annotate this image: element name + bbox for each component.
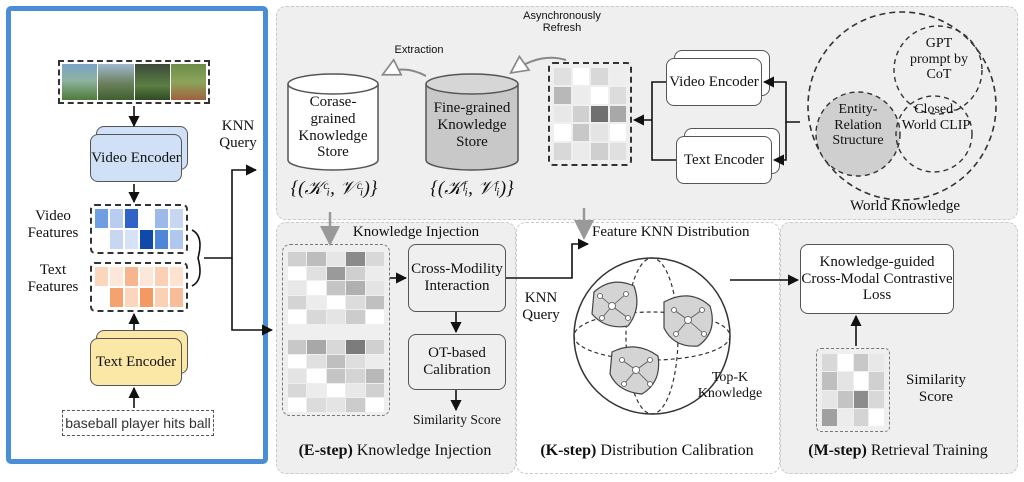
caption-box: baseball player hits ball [62,410,214,436]
topk-knowledge-label: Top-K Knowledge [697,370,763,401]
video-encoder-box: Video Encoder [90,134,182,182]
cross-modality-label: Cross-Modility Interaction [411,261,503,294]
top-text-encoder-box: Text Encoder [676,136,772,184]
m-step-matrix-frame [816,348,890,432]
top-video-encoder-label: Video Encoder [669,73,759,90]
top-video-encoder-box: Video Encoder [666,58,762,106]
fine-store-label: Fine-grained Knowledge Store [433,100,511,150]
world-knowledge-label: World Knowledge [849,198,961,214]
feature-knn-label: Feature KNN Distribution [592,224,750,240]
text-encoder-box: Text Encoder [90,338,182,386]
text-features-grid [95,267,183,307]
injection-matrix-top [288,252,384,324]
m-step-caption-bold: (M-step) [808,442,867,459]
m-step-caption: (M-step) Retrieval Training [780,442,1016,460]
e-step-title: Knowledge Injection [352,224,480,240]
video-features-grid-frame [90,204,188,254]
k-step-caption: (K-step) Distribution Calibration [516,442,778,460]
ot-calibration-label: OT-based Calibration [423,345,491,378]
e-step-caption-text: Knowledge Injection [356,442,492,459]
async-refresh-label: Asynchronously Refresh [523,10,601,35]
knowledge-matrix-frame [548,62,632,166]
m-step-caption-text: Retrieval Training [870,442,988,459]
closed-world-clip-label: Closed-World CLIP [901,102,971,133]
e-step-caption-bold: (E-step) [298,442,353,459]
video-encoder-label: Video Encoder [91,149,181,166]
coarse-set-formula: {(𝒦ᶜᵢ, 𝒱ᶜᵢ)} [290,178,378,199]
cross-modality-box: Cross-Modility Interaction [408,244,506,312]
text-encoder-label: Text Encoder [95,353,177,370]
video-features-label: Video Features [27,208,79,241]
fine-set-formula: {(𝒦ᶠᵢ, 𝒱ᶠᵢ)} [430,178,514,199]
e-step-knn-query-label: KNN Query [522,290,560,323]
m-step-matrix [822,354,884,426]
injection-matrix-bottom [288,340,384,412]
text-features-grid-frame [90,262,188,312]
contrastive-loss-label: Knowledge-guided Cross-Modal Contrastive… [801,253,953,304]
gpt-cot-label: GPT prompt by CoT [910,36,968,83]
coarse-store-cylinder [287,73,379,171]
text-features-label: Text Features [27,262,79,295]
contrastive-loss-box: Knowledge-guided Cross-Modal Contrastive… [800,244,954,314]
ot-calibration-box: OT-based Calibration [408,334,506,390]
m-step-similarity-label: Similarity Score [906,372,966,405]
e-step-similarity-label: Similarity Score [412,412,502,427]
knn-query-left-label: KNN Query [219,118,257,151]
video-features-grid [95,209,183,249]
video-frames-image [58,60,210,104]
k-step-caption-bold: (K-step) [540,442,597,459]
entity-relation-label: Entity-Relation Structure [832,102,884,149]
fine-store-cylinder [425,73,519,171]
knowledge-sphere [573,257,731,415]
world-knowledge-venn [807,11,997,201]
knowledge-matrix [554,68,626,160]
k-step-caption-text: Distribution Calibration [600,442,754,459]
top-text-encoder-label: Text Encoder [683,151,765,168]
extraction-label: Extraction [394,44,444,56]
caption-text: baseball player hits ball [65,415,211,431]
coarse-store-label: Corase-grained Knowledge Store [298,94,368,161]
k-step-panel [516,222,780,474]
e-step-caption: (E-step) Knowledge Injection [276,442,514,460]
